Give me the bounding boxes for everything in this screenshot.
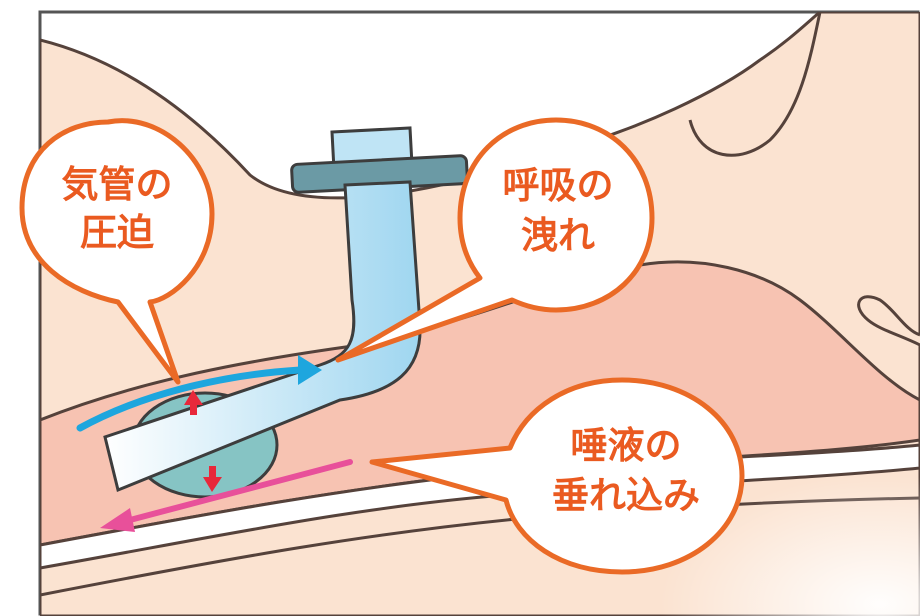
callout-breathing-line1: 呼吸の — [503, 164, 614, 207]
callout-saliva-line2: 垂れ込み — [552, 474, 700, 517]
callout-breathing-line2: 洩れ — [521, 214, 595, 257]
callout-trachea-line2: 圧迫 — [80, 211, 154, 254]
callout-saliva-line1: 唾液の — [571, 424, 682, 467]
callout-trachea-line1: 気管の — [62, 163, 173, 206]
